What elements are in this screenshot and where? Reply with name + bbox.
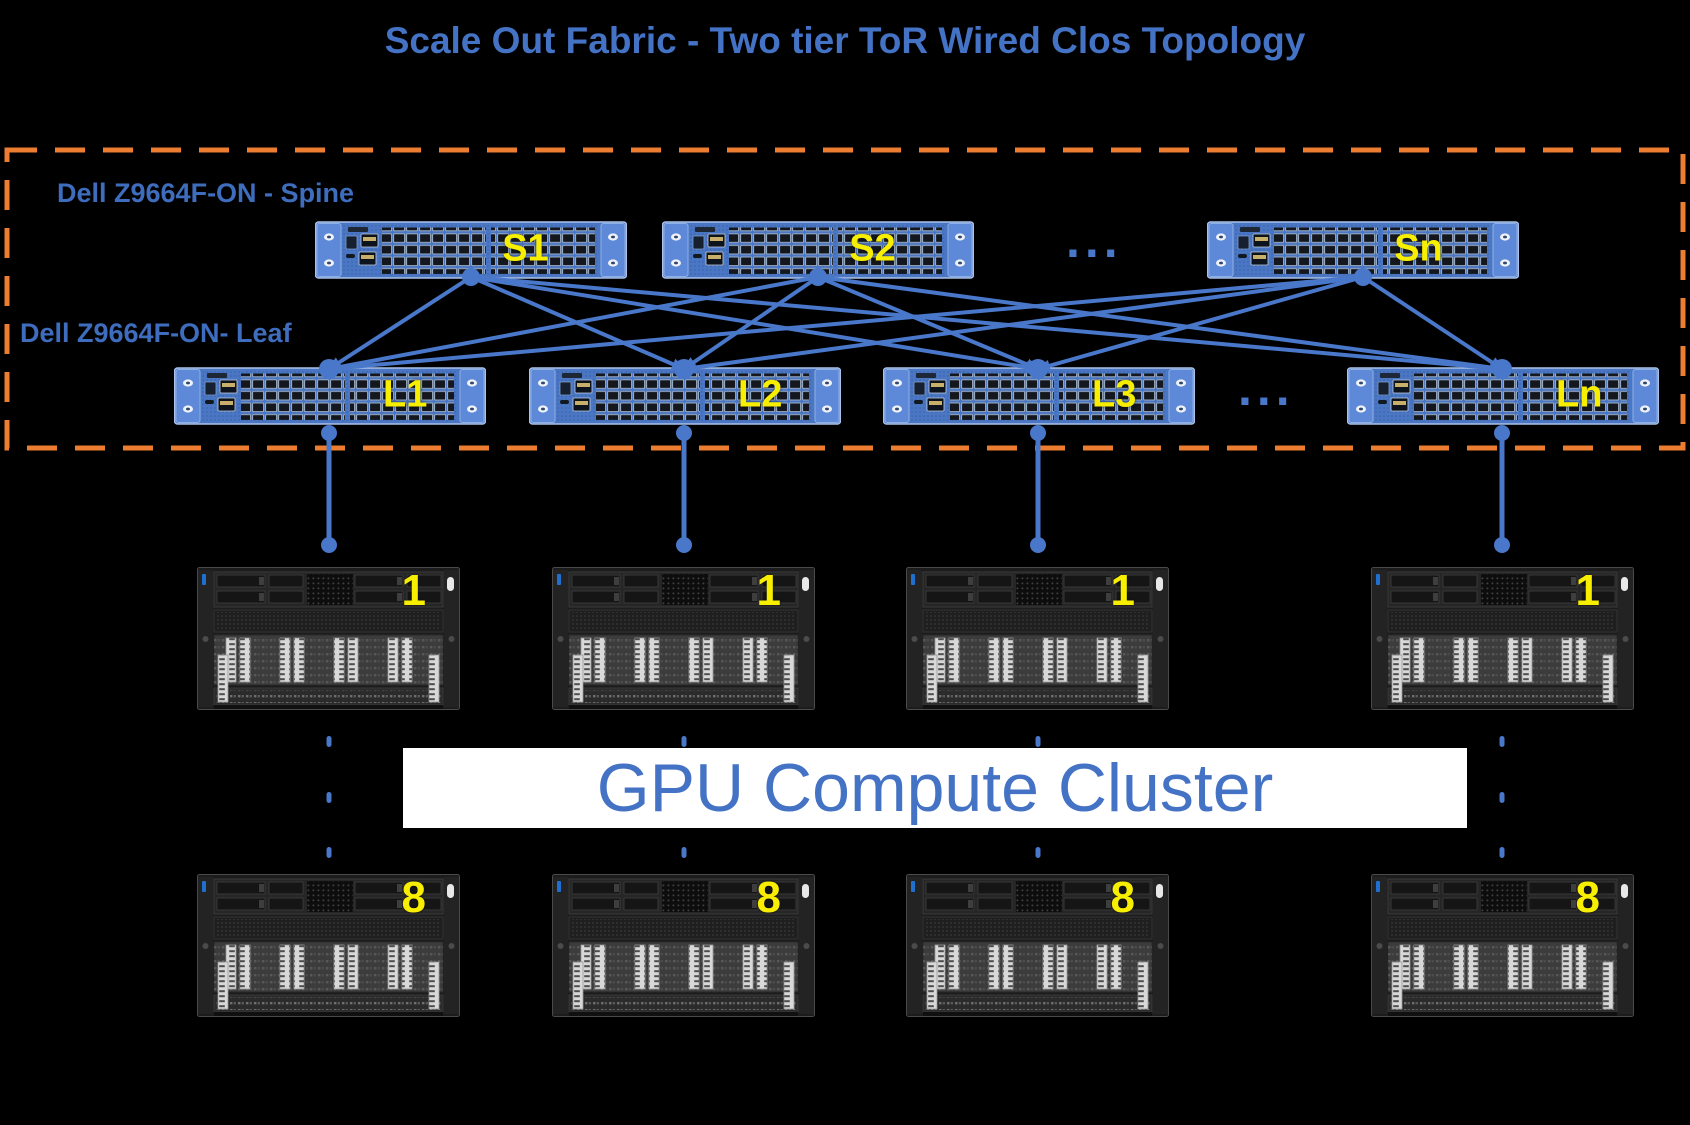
gpu-server-row1-col2: 1 (552, 566, 815, 710)
switch-image (883, 367, 1195, 425)
leaf-switch-label: L1 (383, 373, 428, 416)
link-s1-l2 (470, 275, 688, 371)
link-s1-ln (470, 275, 1506, 374)
server-number: 1 (756, 566, 781, 615)
switch-image (662, 220, 974, 280)
switch-image (1347, 367, 1659, 425)
server-number: 1 (401, 566, 426, 615)
spine-tier-label: Dell Z9664F-ON - Spine (57, 178, 355, 208)
link-s2-l3 (817, 275, 1042, 371)
spine-switch-label: Sn (1394, 227, 1443, 270)
server-number: 8 (1110, 873, 1135, 922)
link-s1-l3 (470, 275, 1042, 374)
leaf-switch-ln: Ln (1347, 367, 1659, 425)
leaf-switch-label: L3 (1092, 373, 1137, 416)
spine-switch-s1: S1 (315, 220, 627, 280)
switch-image (1207, 220, 1519, 280)
link-s2-l1 (325, 275, 819, 373)
link-sn-ln (1361, 275, 1506, 372)
gpu-server-row2-col4: 8 (1371, 873, 1634, 1017)
server-number: 1 (1110, 566, 1135, 615)
gpu-server-row1-col1: 1 (197, 566, 460, 710)
link-sn-l3 (1034, 275, 1364, 372)
gpu-server-row2-col2: 8 (552, 873, 815, 1017)
spine-switch-s2: S2 (662, 220, 974, 280)
server-number: 8 (756, 873, 781, 922)
leaf-server-downlinks (326, 433, 1505, 545)
leaf-tier-label: Dell Z9664F-ON- Leaf (20, 318, 292, 348)
leaf-switch-l1: L1 (174, 367, 486, 425)
server-number: 1 (1575, 566, 1600, 615)
leaf-ellipsis: ... (1238, 360, 1295, 416)
switch-image (315, 220, 627, 280)
leaf-switch-label: Ln (1556, 373, 1603, 416)
gpu-server-row2-col3: 8 (906, 873, 1169, 1017)
spine-switch-label: S2 (849, 227, 896, 270)
leaf-switch-label: L2 (738, 373, 783, 416)
downlink-endpoints (321, 425, 1510, 553)
leaf-switch-l3: L3 (883, 367, 1195, 425)
switch-image (174, 367, 486, 425)
gpu-cluster-banner: GPU Compute Cluster (403, 748, 1467, 828)
spine-switch-sn: Sn (1207, 220, 1519, 280)
server-number: 8 (1575, 873, 1600, 922)
leaf-switch-l2: L2 (529, 367, 841, 425)
link-s1-l1 (325, 275, 473, 372)
page-title: Scale Out Fabric - Two tier ToR Wired Cl… (384, 20, 1306, 61)
spine-switch-label: S1 (502, 227, 549, 270)
gpu-server-row1-col4: 1 (1371, 566, 1634, 710)
link-s2-ln (817, 275, 1506, 374)
gpu-server-row2-col1: 8 (197, 873, 460, 1017)
spine-leaf-links (325, 275, 1506, 374)
switch-image (529, 367, 841, 425)
spine-ellipsis: ... (1066, 212, 1123, 268)
link-sn-l1 (325, 275, 1364, 374)
server-number: 8 (401, 873, 426, 922)
gpu-cluster-banner-text: GPU Compute Cluster (596, 750, 1274, 826)
link-sn-l2 (680, 275, 1364, 374)
gpu-server-row1-col3: 1 (906, 566, 1169, 710)
link-s2-l2 (680, 275, 820, 372)
